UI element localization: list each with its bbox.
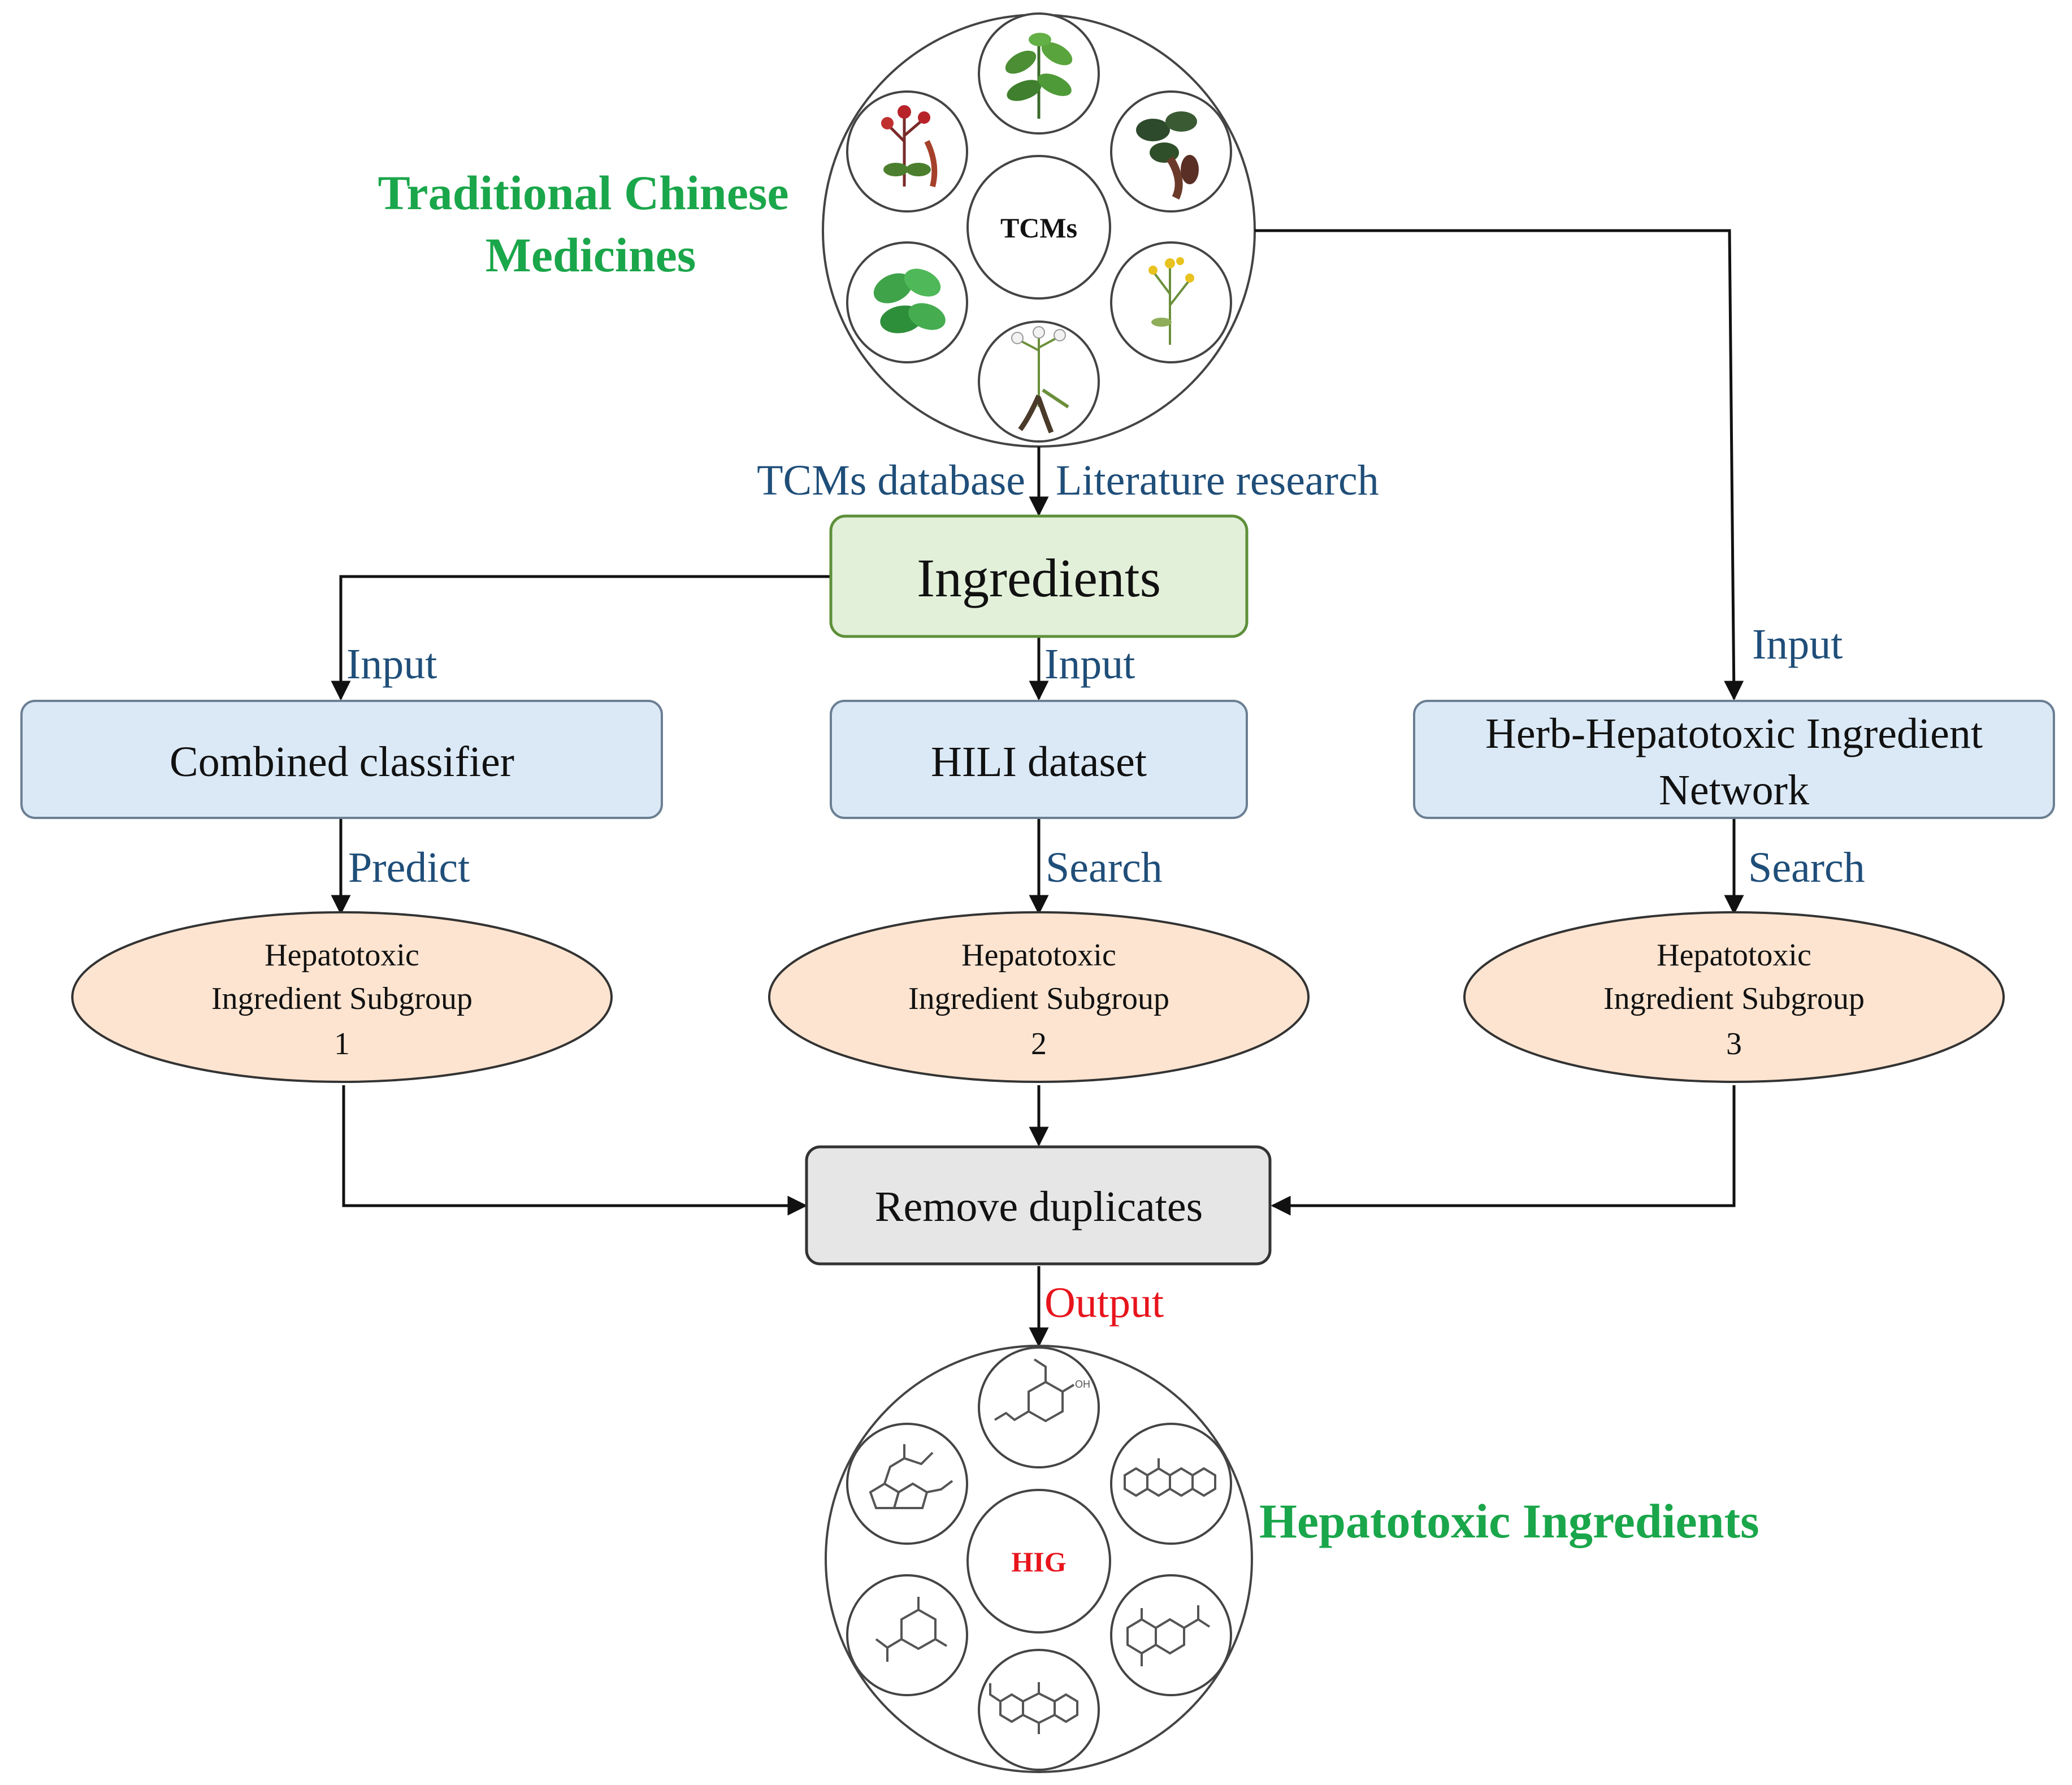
- oh-label: OH: [1075, 1379, 1090, 1390]
- edge-label-tcm-database: TCMs database: [757, 457, 1025, 504]
- dark-herb-root-icon: [1110, 90, 1232, 213]
- eugenol-structure-icon: OH: [978, 1346, 1100, 1468]
- terpene-structure-icon: [1110, 1574, 1232, 1696]
- tcm-center-label: TCMs: [1000, 212, 1077, 244]
- hili-dataset-box: HILI dataset: [830, 700, 1248, 819]
- hig-cluster: OH: [825, 1345, 1253, 1773]
- combined-classifier-box: Combined classifier: [20, 700, 663, 819]
- edge-label-input-right: Input: [1752, 621, 1843, 668]
- edge-label-predict: Predict: [348, 844, 470, 891]
- hig-title: Hepatotoxic Ingredients: [1259, 1494, 1759, 1548]
- edge-tcm-to-network: [1255, 229, 1744, 701]
- subgroup-2-line1: Hepatotoxic: [961, 938, 1116, 973]
- combined-classifier-label: Combined classifier: [170, 738, 514, 786]
- network-label-line2: Network: [1659, 766, 1809, 814]
- tcm-title-line2: Medicines: [486, 228, 696, 282]
- subgroup-2-line2: Ingredient Subgroup: [908, 981, 1169, 1016]
- red-herb-icon: [846, 90, 968, 213]
- remove-duplicates-box: Remove duplicates: [805, 1145, 1272, 1266]
- hig-center-label: HIG: [1011, 1546, 1066, 1578]
- herb-leaf-icon: [978, 12, 1100, 135]
- subgroup-1-line1: Hepatotoxic: [265, 938, 419, 973]
- hig-center-circle: [966, 1489, 1111, 1634]
- ketone-ring-structure-icon: [846, 1574, 968, 1696]
- ingredients-label: Ingredients: [917, 548, 1161, 608]
- edge-ingredients-to-classifier: [331, 575, 831, 701]
- subgroup-2-ellipse: Hepatotoxic Ingredient Subgroup 2: [768, 911, 1310, 1083]
- edge-label-input-left: Input: [346, 640, 437, 688]
- hili-dataset-label: HILI dataset: [931, 738, 1147, 786]
- tcm-center-circle: [966, 155, 1111, 300]
- edge-label-search-right: Search: [1748, 844, 1865, 891]
- subgroup-1-ellipse: Hepatotoxic Ingredient Subgroup 1: [71, 911, 613, 1083]
- network-label-line1: Herb-Hepatotoxic Ingredient: [1485, 710, 1983, 757]
- root-plant-icon: [978, 320, 1100, 443]
- network-box: Herb-Hepatotoxic Ingredient Network: [1413, 700, 2055, 819]
- tcm-title-line1: Traditional Chinese: [378, 166, 788, 220]
- isoquinoline-structure-icon: [1110, 1423, 1232, 1545]
- remove-duplicates-label: Remove duplicates: [875, 1183, 1203, 1231]
- edge-subgroup3-to-remove: [1271, 1085, 1736, 1216]
- edge-label-literature-research: Literature research: [1056, 457, 1379, 504]
- subgroup-3-line1: Hepatotoxic: [1657, 938, 1811, 973]
- edge-label-output: Output: [1044, 1279, 1164, 1327]
- subgroup-1-line2: Ingredient Subgroup: [211, 981, 473, 1016]
- subgroup-3-ellipse: Hepatotoxic Ingredient Subgroup 3: [1463, 911, 2005, 1083]
- yellow-flower-herb-icon: [1110, 241, 1232, 363]
- subgroup-1-number: 1: [334, 1026, 350, 1062]
- subgroup-3-line2: Ingredient Subgroup: [1603, 981, 1865, 1016]
- edge-label-search-middle: Search: [1046, 844, 1163, 891]
- tcm-cluster: TCMs: [822, 12, 1256, 448]
- ingredients-box: Ingredients: [829, 514, 1249, 638]
- mint-leaves-icon: [846, 241, 968, 363]
- anthraquinone-structure-icon: [978, 1649, 1100, 1771]
- edge-subgroup1-to-remove: [342, 1085, 808, 1216]
- subgroup-2-number: 2: [1031, 1026, 1047, 1062]
- subgroup-3-number: 3: [1726, 1026, 1742, 1062]
- edge-label-input-middle: Input: [1044, 640, 1135, 688]
- pyrrolizidine-structure-icon: [846, 1423, 968, 1545]
